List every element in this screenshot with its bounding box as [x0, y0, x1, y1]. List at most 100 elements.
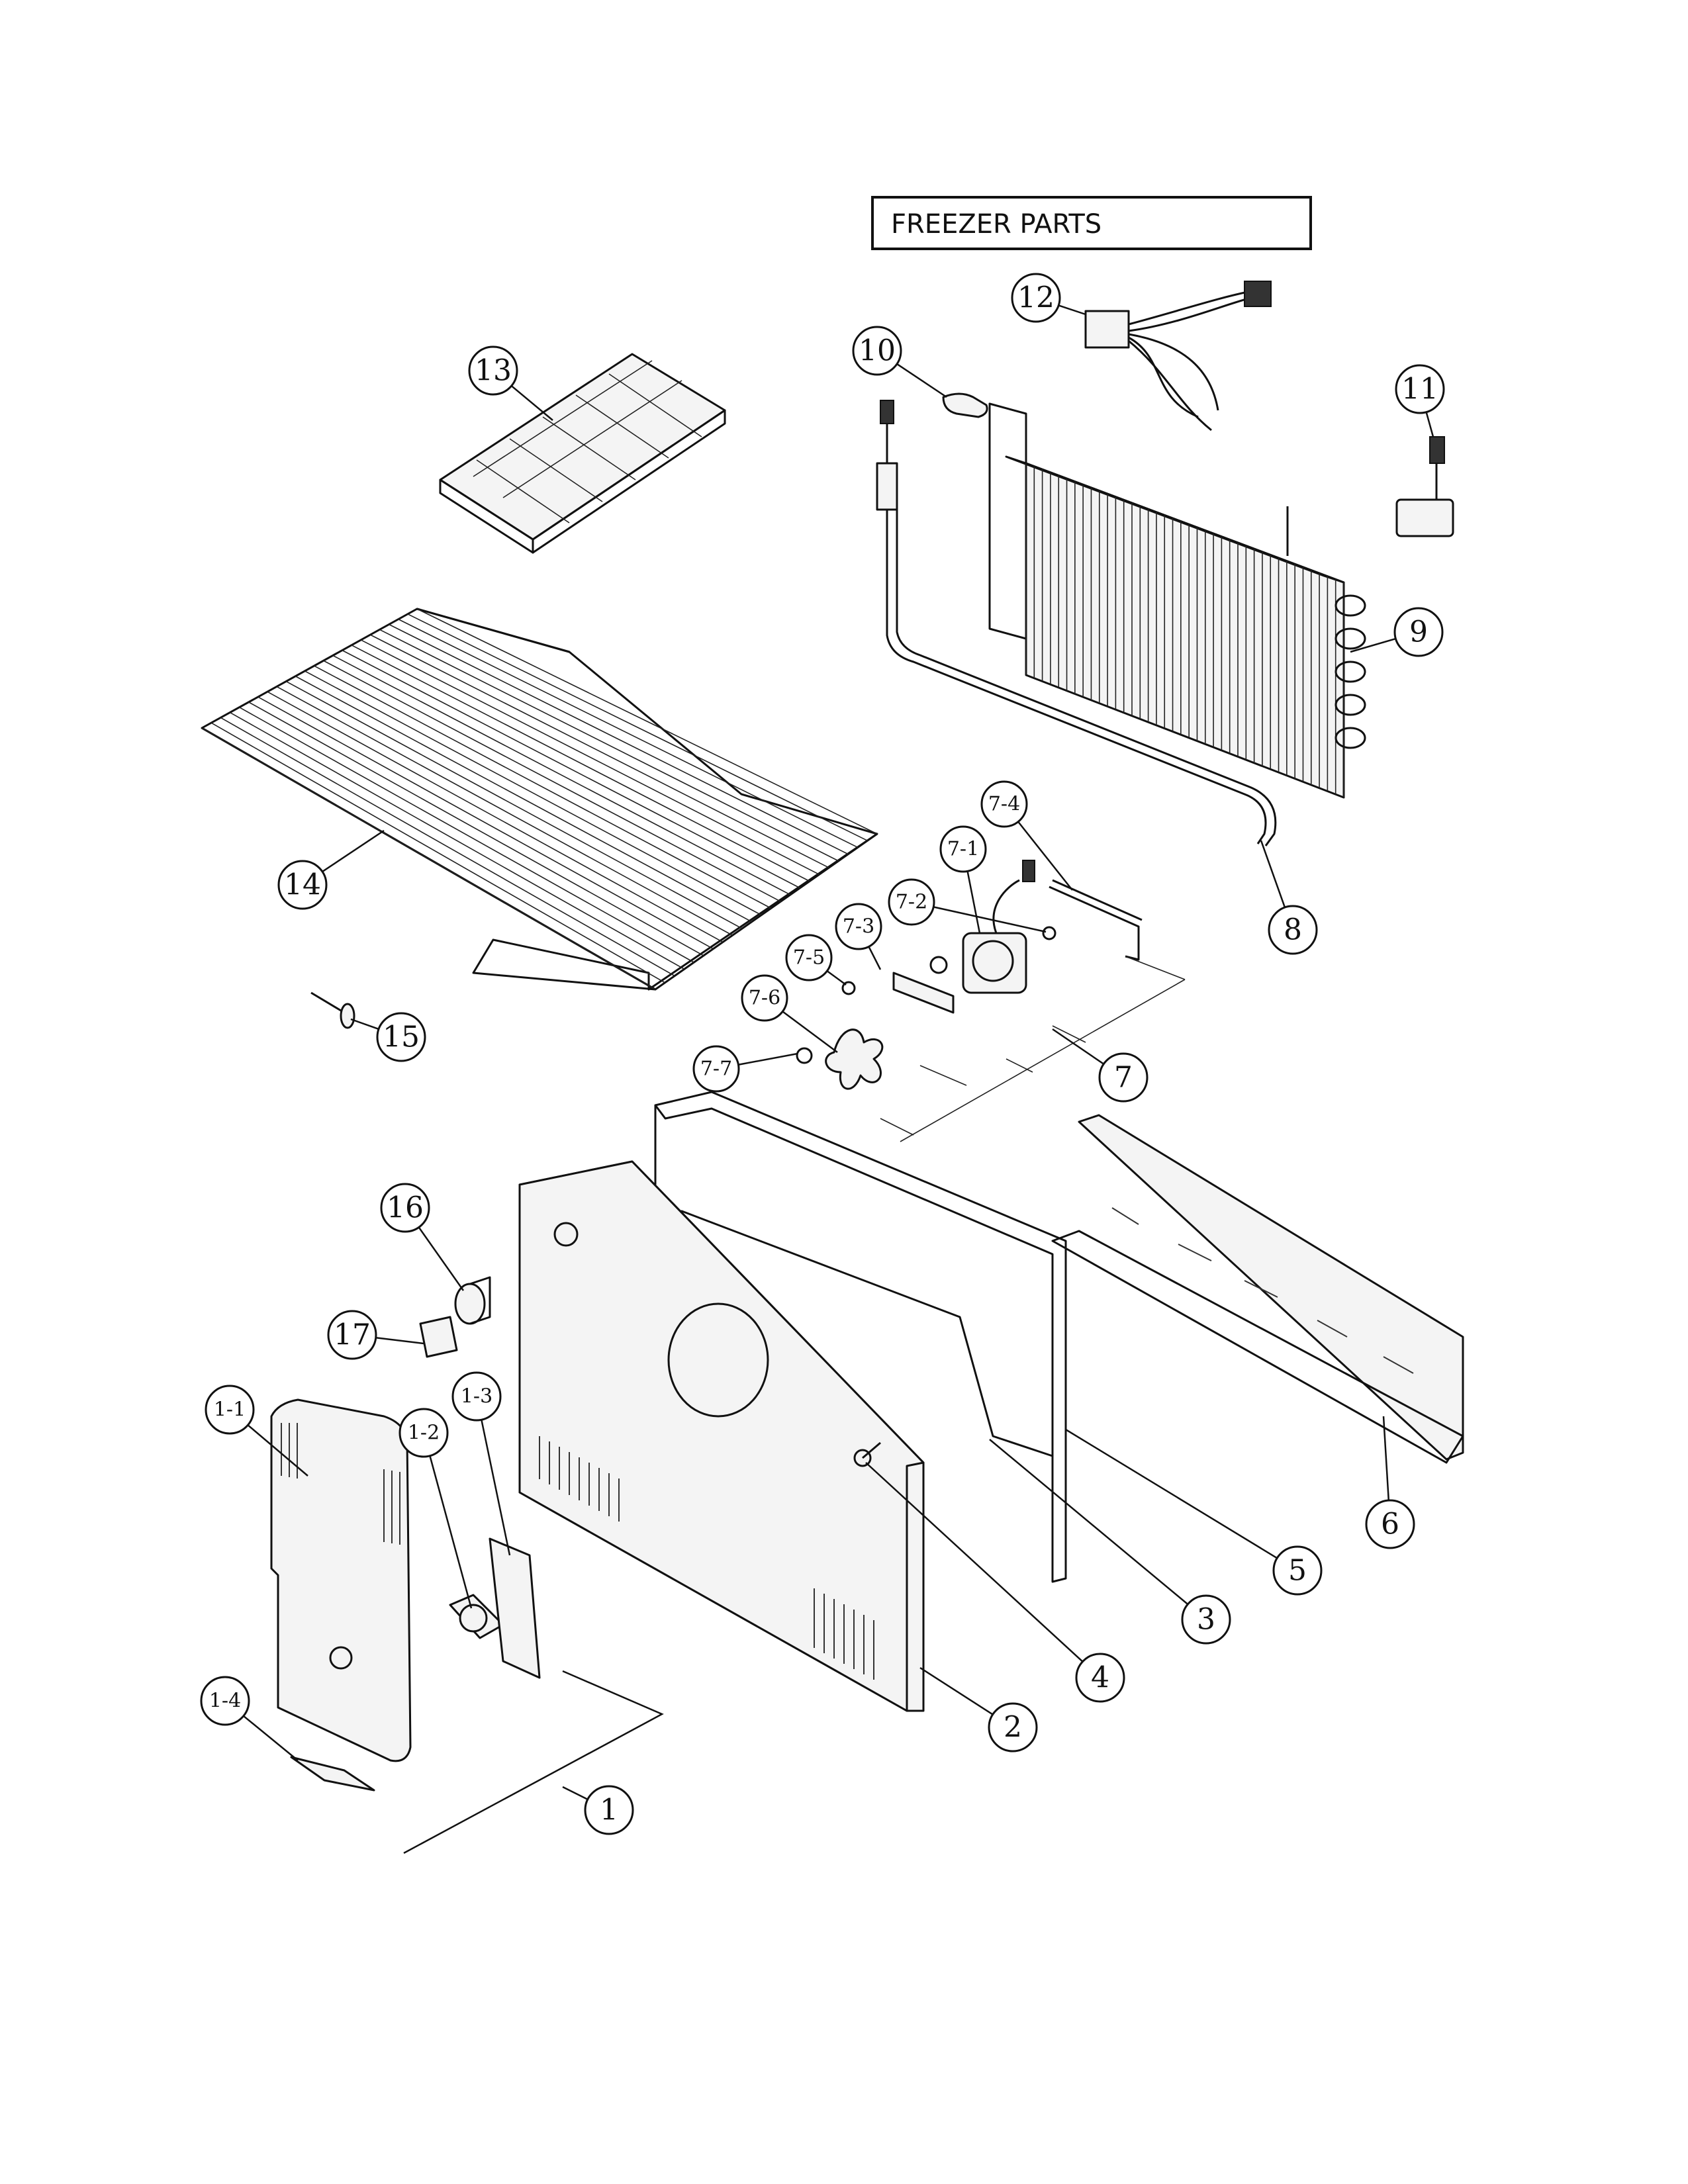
part-12-wire-harness	[1084, 281, 1272, 432]
callout-leader-line	[247, 1424, 308, 1477]
callout-label: 7	[1114, 1061, 1133, 1095]
callout-leader-line	[350, 1018, 379, 1030]
callout-circle	[692, 1045, 740, 1093]
callout-label: 16	[387, 1191, 424, 1225]
part-15-pin	[310, 991, 355, 1029]
callout-7-1: 7-1	[939, 825, 987, 934]
callout-9: 9	[1350, 607, 1444, 657]
callout-label: 12	[1017, 281, 1055, 315]
callout-16: 16	[380, 1183, 465, 1291]
part-10-bracket	[942, 392, 988, 418]
callout-circle	[327, 1310, 377, 1360]
callout-leader-line	[782, 1011, 838, 1054]
callout-circle	[988, 1702, 1038, 1752]
callout-circle	[835, 903, 882, 950]
callout-7: 7	[1052, 1028, 1149, 1103]
callout-leader-line	[481, 1419, 511, 1556]
callout-circle	[852, 326, 902, 376]
callouts: 11-11-21-31-42345677-17-27-37-47-57-67-7…	[200, 273, 1445, 1835]
callout-circle	[1272, 1545, 1323, 1596]
callout-3: 3	[989, 1439, 1231, 1645]
callout-label: 1-1	[214, 1398, 246, 1422]
callout-1-1: 1-1	[205, 1385, 308, 1477]
callout-circle	[399, 1408, 449, 1458]
callout-label: 1-2	[408, 1422, 440, 1445]
callout-label: 1	[600, 1794, 618, 1827]
callout-label: 14	[284, 868, 321, 902]
callout-label: 5	[1288, 1554, 1307, 1588]
callout-leader-line	[1017, 821, 1073, 891]
callout-label: 7-7	[700, 1058, 732, 1081]
callout-7-2: 7-2	[888, 878, 1047, 933]
callout-10: 10	[852, 326, 947, 398]
callout-circle	[1075, 1653, 1125, 1703]
callout-label: 1-3	[461, 1385, 492, 1408]
part-8-defrost-heater	[876, 400, 1277, 846]
callout-leader-line	[375, 1337, 424, 1345]
callout-label: 17	[334, 1318, 371, 1352]
callout-leader-line	[865, 1462, 1084, 1662]
callout-leader-line	[418, 1226, 465, 1291]
callout-circle	[1365, 1499, 1415, 1549]
callout-leader-line	[1052, 1028, 1104, 1065]
callout-leader-line	[919, 1666, 994, 1715]
callout-6: 6	[1365, 1416, 1415, 1549]
callout-leader-line	[1382, 1416, 1390, 1501]
callout-leader-line	[989, 1439, 1189, 1605]
callout-12: 12	[1011, 273, 1086, 323]
callout-15: 15	[350, 1012, 426, 1062]
callout-leader-line	[1350, 637, 1396, 653]
callout-circle	[205, 1385, 255, 1435]
callout-8: 8	[1260, 840, 1318, 955]
callout-leader-line	[738, 1052, 798, 1066]
callout-label: 11	[1401, 373, 1438, 406]
callout-label: 15	[383, 1021, 420, 1054]
callout-label: 4	[1091, 1661, 1109, 1695]
callout-1-3: 1-3	[451, 1371, 511, 1556]
callout-leader-line	[243, 1715, 299, 1761]
callout-circle	[1268, 905, 1318, 955]
callout-label: 10	[859, 334, 896, 368]
part-1-air-duct-assembly	[270, 1398, 664, 1854]
callout-leader-line	[1425, 412, 1434, 437]
callout-7-3: 7-3	[835, 903, 882, 970]
callout-1-4: 1-4	[200, 1676, 299, 1761]
part-13-ice-tray	[439, 353, 726, 554]
part-16-knob	[454, 1276, 491, 1325]
callout-7-4: 7-4	[980, 780, 1073, 891]
callout-circle	[1181, 1594, 1231, 1645]
callout-label: 6	[1381, 1508, 1399, 1541]
callout-leader-line	[868, 946, 882, 970]
callout-circle	[380, 1183, 430, 1233]
title-block: FREEZER PARTS	[871, 196, 1312, 250]
callout-circle	[785, 934, 833, 981]
part-4-screw	[853, 1441, 881, 1467]
callout-circle	[1393, 607, 1444, 657]
callout-1: 1	[562, 1785, 634, 1835]
callout-label: 13	[475, 354, 512, 388]
part-11-sensor	[1395, 436, 1454, 537]
callout-circle	[888, 878, 935, 926]
part-14-wire-shelf	[201, 608, 878, 991]
callout-leader-line	[896, 363, 947, 398]
callout-label: 7-2	[896, 891, 927, 914]
callout-14: 14	[277, 829, 385, 910]
callout-leader-line	[966, 871, 981, 934]
callout-leader-line	[933, 906, 1047, 933]
callout-circle	[1011, 273, 1061, 323]
callout-leader-line	[1260, 840, 1286, 908]
callout-7-5: 7-5	[785, 934, 847, 986]
callout-5: 5	[1065, 1428, 1323, 1596]
callout-17: 17	[327, 1310, 424, 1360]
callout-4: 4	[865, 1462, 1125, 1703]
callout-circle	[468, 345, 518, 396]
callout-leader-line	[429, 1455, 473, 1609]
part-2-rear-panel	[518, 1160, 925, 1712]
callout-7-6: 7-6	[741, 974, 838, 1054]
callout-11: 11	[1395, 364, 1445, 437]
callout-label: 7-4	[988, 793, 1020, 816]
callout-circle	[451, 1371, 502, 1422]
part-6-rail	[1051, 1114, 1464, 1464]
callout-circle	[939, 825, 987, 873]
